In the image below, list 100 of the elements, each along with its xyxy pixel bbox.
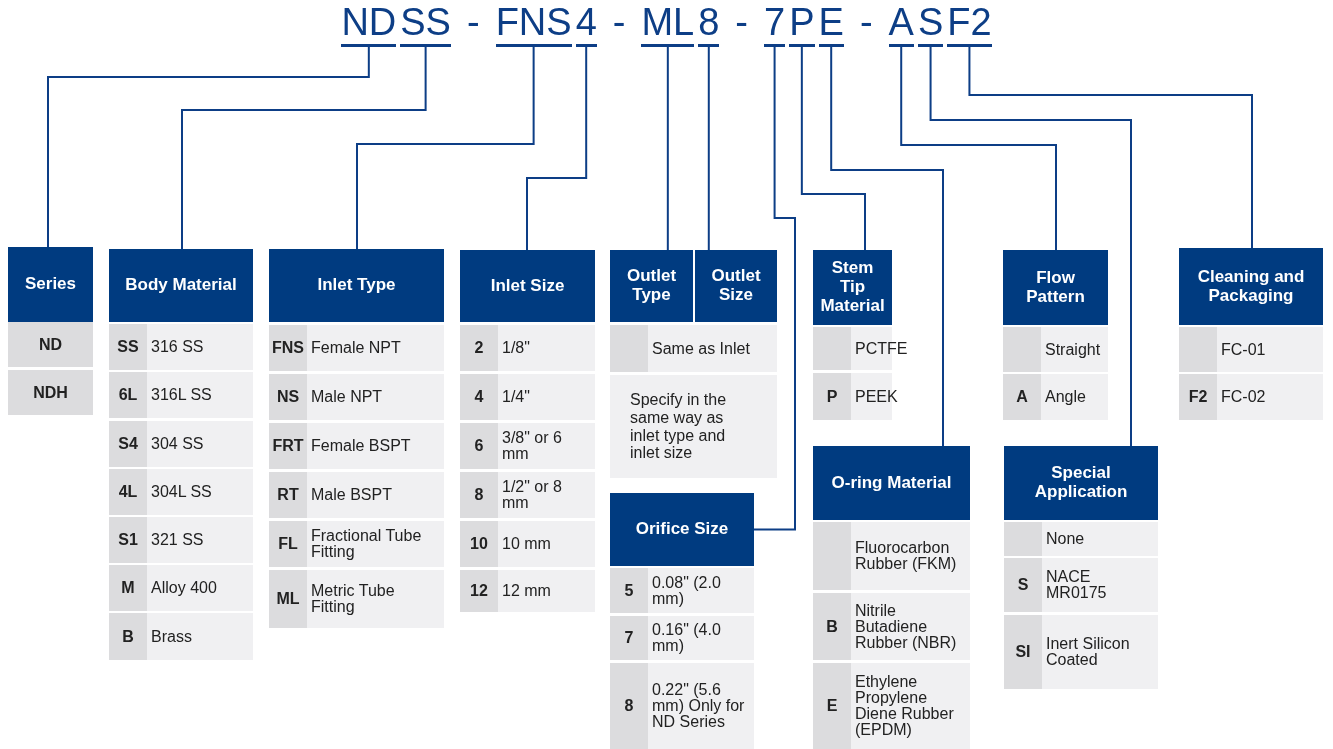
option-row (269, 325, 444, 371)
option-row (1003, 327, 1108, 372)
column-heading: Outlet Size (695, 250, 777, 322)
code-segment: E (818, 2, 844, 47)
option-description: Inert Silicon Coated (1045, 634, 1131, 670)
column-heading: O-ring Material (813, 446, 970, 520)
option-code: 4L (109, 469, 147, 515)
option-row (109, 324, 253, 370)
option-description: Angle (1044, 387, 1087, 407)
option-row (610, 568, 754, 613)
leader-line (666, 46, 669, 251)
option-row (460, 325, 595, 371)
option-description: None (1045, 529, 1086, 549)
option-code: 12 (460, 570, 498, 612)
option-code: P (813, 373, 851, 420)
option-description: 1/2" or 8 mm (501, 477, 563, 513)
column-heading: Outlet Type (610, 250, 693, 322)
option-description: Fluorocarbon Rubber (FKM) (854, 538, 958, 574)
column-heading: Flow Pattern (1003, 250, 1108, 325)
option-description: FC-01 (1220, 339, 1267, 360)
option-row (1179, 327, 1323, 372)
separator-dash: - (735, 2, 748, 45)
option-row (269, 570, 444, 628)
option-code: FL (269, 521, 307, 567)
option-row (813, 663, 970, 749)
column-heading: Inlet Size (460, 250, 595, 322)
option-description: 0.16" (4.0 mm) (651, 620, 722, 656)
code-segment: 8 (698, 2, 720, 47)
option-description: Female BSPT (310, 436, 412, 456)
option-row (813, 593, 970, 660)
leader-line (47, 46, 370, 248)
option-row (1004, 558, 1158, 612)
option-row (610, 663, 754, 749)
leader-line (526, 46, 588, 251)
option-row (610, 616, 754, 660)
option-code: B (813, 593, 851, 660)
option-description: Same as Inlet (651, 338, 751, 359)
option-description: 10 mm (501, 534, 552, 554)
leader-line (800, 46, 866, 251)
option-row (109, 565, 253, 611)
option-row (269, 472, 444, 518)
code-segment: F2 (947, 2, 992, 47)
option-code: M (109, 565, 147, 611)
option-code: 8 (460, 472, 498, 518)
option-code: B (109, 613, 147, 660)
code-segment: P (789, 2, 815, 47)
option-description: Male BSPT (310, 485, 393, 505)
option-description: Alloy 400 (150, 578, 218, 598)
leader-line (830, 46, 944, 447)
option-description: Female NPT (310, 338, 402, 358)
column-heading: Inlet Type (269, 249, 444, 322)
option-code: 10 (460, 521, 498, 567)
option-code: S1 (109, 517, 147, 563)
leader-line (356, 46, 535, 250)
option-row (109, 469, 253, 515)
code-segment: S (917, 2, 944, 47)
option-code: RT (269, 472, 307, 518)
option-description: 0.22" (5.6 mm) Only for ND Series (651, 680, 746, 732)
option-note: Specify in the same way as inlet type and inlet size (610, 375, 777, 478)
code-segment: 4 (575, 2, 597, 47)
option-row (1004, 615, 1158, 689)
code-segment: A (888, 2, 914, 47)
column-heading: Cleaning and Packaging (1179, 248, 1323, 325)
option-code: NDH (8, 370, 93, 415)
option-description: Ethylene Propylene Diene Rubber (EPDM) (854, 672, 955, 740)
option-description: Fractional Tube Fitting (310, 526, 423, 562)
option-row (269, 374, 444, 420)
option-row (109, 613, 253, 660)
option-description: 304 SS (150, 434, 205, 454)
code-segment: ND (341, 2, 397, 47)
option-code: S (1004, 558, 1042, 612)
leader-line (707, 46, 710, 251)
option-description: 3/8" or 6 mm (501, 428, 563, 464)
option-row (1004, 522, 1158, 556)
leader-line (900, 46, 1057, 251)
option-description: PCTFE (854, 338, 909, 359)
option-description: 12 mm (501, 581, 552, 601)
option-code: 6 (460, 423, 498, 469)
option-row (460, 423, 595, 469)
code-segment: FNS (495, 2, 572, 47)
option-row (109, 372, 253, 418)
option-code: FNS (269, 325, 307, 371)
leader-line (929, 46, 1132, 447)
option-code: F2 (1179, 374, 1217, 420)
option-code: ND (8, 322, 93, 367)
option-code: E (813, 663, 851, 749)
leader-line (753, 46, 796, 531)
option-code: 7 (610, 616, 648, 660)
column-heading: Orifice Size (610, 493, 754, 566)
option-description: 0.08" (2.0 mm) (651, 572, 722, 609)
leader-line (181, 46, 427, 250)
option-description: NACE MR0175 (1045, 567, 1108, 603)
option-description: Nitrile Butadiene Rubber (NBR) (854, 600, 958, 653)
option-description: 321 SS (150, 530, 205, 550)
leader-line (968, 46, 1253, 249)
code-segment: ML (641, 2, 695, 47)
code-segment: 7 (764, 2, 786, 47)
option-code: SI (1004, 615, 1042, 689)
option-description: 1/8" (501, 338, 531, 358)
option-code: 2 (460, 325, 498, 371)
